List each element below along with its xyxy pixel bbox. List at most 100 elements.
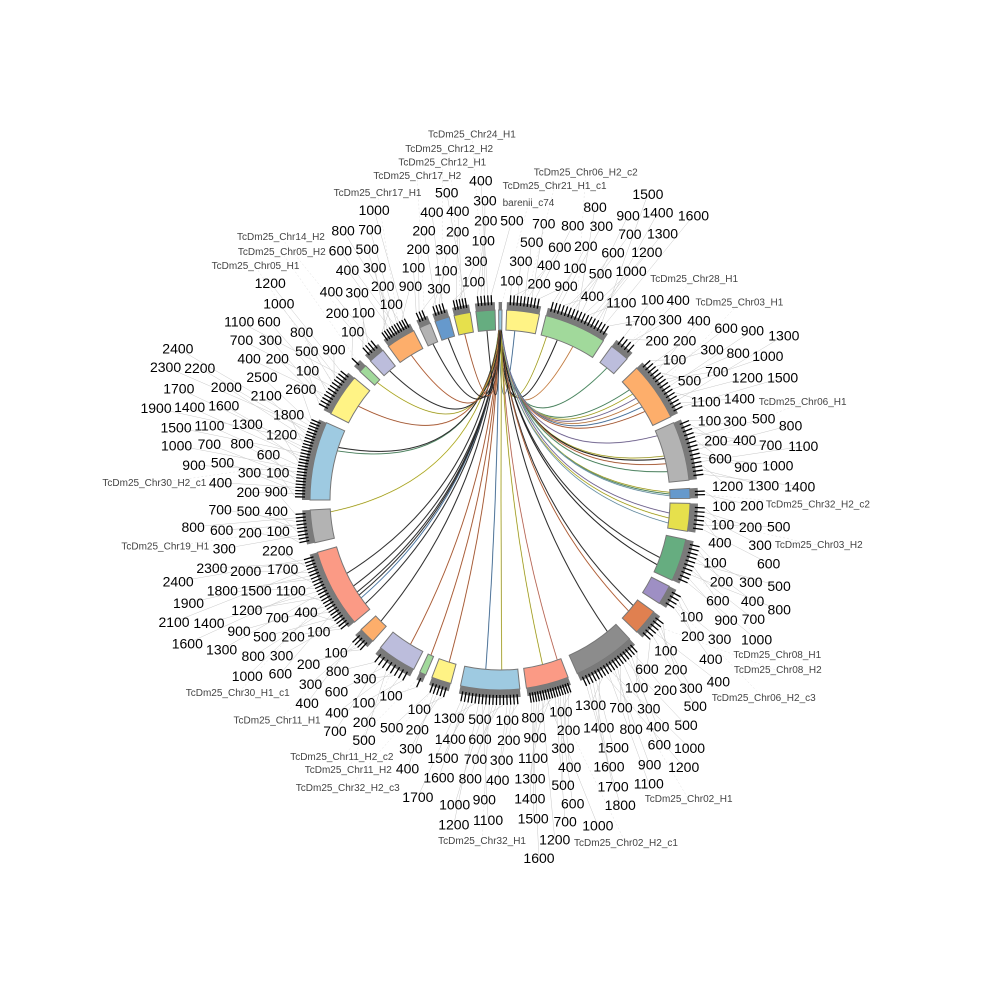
tick-label: 1200 xyxy=(266,426,297,442)
segment-TcDm25_Chr12_H1 xyxy=(432,303,456,341)
tick-mark xyxy=(460,691,464,702)
tick-mark xyxy=(556,686,562,697)
tick-label: 500 xyxy=(352,732,376,748)
tick-label: 500 xyxy=(435,185,459,201)
tick-label: 1300 xyxy=(514,770,545,786)
tick-leader-line xyxy=(226,386,305,438)
segment-block xyxy=(667,502,691,532)
segment-label: TcDm25_Chr24_H1 xyxy=(428,130,516,141)
tick-label: 800 xyxy=(779,417,803,433)
segment-block xyxy=(475,309,497,332)
tick-mark xyxy=(331,381,341,389)
segment-leader-line xyxy=(689,493,818,506)
tick-leader-line xyxy=(670,330,753,386)
tick-mark xyxy=(671,591,681,598)
tick-leader-line xyxy=(381,304,392,333)
tick-mark xyxy=(620,338,628,348)
tick-label: 200 xyxy=(371,278,395,294)
tick-leader-line xyxy=(178,559,304,582)
segment-TcDm25_Chr17_H2 xyxy=(415,310,439,347)
segment-axis-band xyxy=(364,343,384,362)
tick-mark xyxy=(296,470,307,474)
segment-axis-band xyxy=(416,315,431,328)
link-TcDm25_Chr03_H2 xyxy=(500,329,670,514)
segment-TcDm25_Chr11_H2_c2 xyxy=(416,653,435,688)
segment-label: TcDm25_Chr11_H1 xyxy=(234,716,322,727)
tick-label: 800 xyxy=(561,217,585,233)
tick-label: 400 xyxy=(469,173,493,189)
tick-leader-line xyxy=(524,241,532,297)
tick-label: 100 xyxy=(472,233,496,249)
tick-mark xyxy=(647,626,657,634)
tick-label: 600 xyxy=(601,245,625,261)
tick-mark xyxy=(467,692,471,703)
tick-label: 2200 xyxy=(184,360,215,376)
tick-leader-line xyxy=(477,240,484,297)
tick-label: 100 xyxy=(500,272,524,288)
link-TcDm25_Chr30_H1_c1 xyxy=(353,329,503,587)
tick-leader-line xyxy=(631,656,649,709)
tick-mark xyxy=(645,629,654,637)
segment-label: TcDm25_Chr32_H1 xyxy=(438,836,526,847)
tick-leader-line xyxy=(300,388,312,420)
tick-mark xyxy=(296,473,307,477)
segment-TcDm25_Chr11_H1 xyxy=(352,615,387,651)
tick-mark xyxy=(488,694,491,705)
tick-label: 1100 xyxy=(194,418,224,434)
tick-label: 500 xyxy=(678,373,702,389)
tick-leader-line xyxy=(470,704,494,779)
link-outline xyxy=(464,329,500,396)
tick-label: 1000 xyxy=(674,740,705,756)
segment-label: TcDm25_Chr28_H1 xyxy=(650,274,738,285)
tick-leader-line xyxy=(340,250,395,325)
tick-mark xyxy=(365,344,373,354)
tick-mark xyxy=(389,664,397,674)
tick-mark xyxy=(536,298,540,309)
tick-label: 500 xyxy=(500,212,524,228)
tick-leader-line xyxy=(247,603,324,677)
tick-label: 1000 xyxy=(232,668,263,684)
tick-mark xyxy=(650,623,659,631)
tick-mark xyxy=(323,393,334,401)
tick-leader-line xyxy=(356,292,369,344)
tick-label: 1800 xyxy=(273,406,304,422)
tick-label: 2200 xyxy=(262,543,293,559)
segment-block xyxy=(653,534,687,581)
tick-label: 500 xyxy=(356,241,380,257)
tick-leader-line xyxy=(484,200,486,296)
tick-mark xyxy=(322,396,332,404)
tick-leader-line xyxy=(601,193,649,323)
tick-mark xyxy=(652,620,662,628)
segment-axis-band xyxy=(302,419,327,500)
tick-label: 1800 xyxy=(605,797,636,813)
segment-axis-band xyxy=(611,339,633,359)
tick-leader-line xyxy=(530,702,540,858)
segment-label: TcDm25_Chr14_H2 xyxy=(237,232,325,243)
tick-leader-line xyxy=(665,371,717,380)
tick-leader-line xyxy=(222,578,311,591)
tick-leader-line xyxy=(680,596,692,617)
tick-leader-line xyxy=(598,212,659,321)
tick-leader-line xyxy=(674,607,712,660)
segment-axis-band xyxy=(545,307,608,341)
tick-leader-line xyxy=(457,211,463,299)
tick-label: 1100 xyxy=(634,775,664,791)
tick-leader-line xyxy=(703,520,721,543)
tick-label: 900 xyxy=(554,278,578,294)
tick-leader-line xyxy=(239,321,339,375)
tick-mark xyxy=(509,295,512,306)
tick-label: 500 xyxy=(237,503,261,519)
tick-label: 1900 xyxy=(173,595,204,611)
tick-label: 300 xyxy=(238,464,262,480)
tick-label: 1200 xyxy=(539,832,570,848)
segment-TcDm25_Chr08_H1 xyxy=(653,534,700,584)
tick-leader-line xyxy=(211,562,305,569)
tick-leader-line xyxy=(702,529,769,564)
tick-label: 600 xyxy=(257,446,281,462)
tick-mark xyxy=(324,600,334,608)
tick-mark xyxy=(693,519,704,522)
segment-block xyxy=(669,487,691,500)
tick-label: 200 xyxy=(406,722,430,738)
tick-leader-line xyxy=(208,591,317,624)
tick-mark xyxy=(624,648,633,658)
